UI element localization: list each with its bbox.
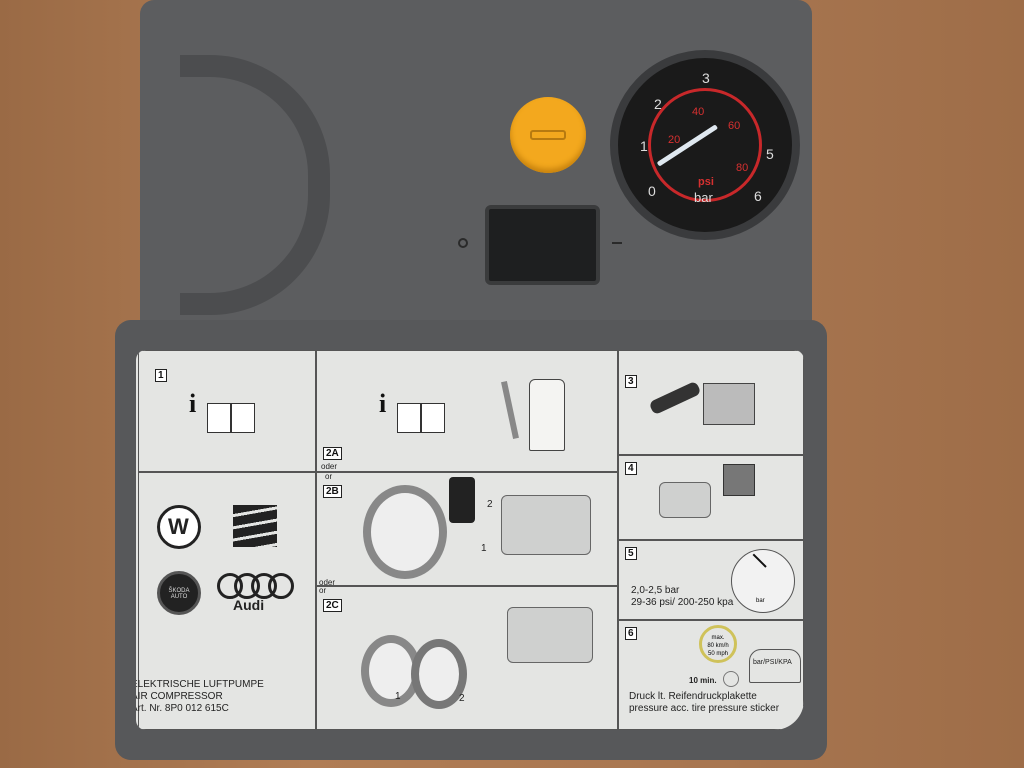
gauge-tick: 3 bbox=[702, 70, 710, 86]
info-icon: i bbox=[379, 389, 387, 418]
yellow-valve-cap[interactable] bbox=[510, 97, 586, 173]
instruction-label: 1 i W ŠKODA AUTO Audi ELEKTRISCHE LUFTPU… bbox=[136, 350, 804, 730]
vw-logo: W bbox=[157, 505, 201, 549]
step-2a-panel: i 2A oder bbox=[316, 350, 618, 472]
or-text: or bbox=[325, 472, 333, 481]
or-text: or bbox=[319, 586, 327, 595]
callout: 2 bbox=[459, 693, 465, 704]
product-name-en: AIR COMPRESSOR bbox=[136, 691, 223, 702]
audi-rings-logo bbox=[217, 573, 295, 599]
power-socket-icon bbox=[703, 383, 755, 425]
power-switch-recess[interactable] bbox=[485, 205, 600, 285]
gauge-psi-tick: 80 bbox=[736, 162, 749, 174]
car-rear-icon bbox=[749, 649, 801, 683]
gauge-tick: 2 bbox=[654, 96, 662, 112]
step-2b-panel: or 2B 2 1 oder bbox=[316, 472, 618, 587]
step-number: 2B bbox=[323, 485, 342, 498]
instruction-de: Druck lt. Reifendruckplakette bbox=[629, 691, 757, 702]
article-number: Art. Nr. 8P0 012 615C bbox=[136, 703, 229, 714]
sealant-hose-icon bbox=[501, 381, 519, 439]
target-pressure-bar: 2,0-2,5 bar bbox=[631, 585, 680, 596]
step-number: 3 bbox=[625, 375, 637, 388]
step-5-panel: 5 2,0-2,5 bar 29-36 psi/ 200-250 kpa bar bbox=[618, 540, 804, 620]
step-number: 6 bbox=[625, 627, 637, 640]
sealant-bottle-icon bbox=[529, 379, 565, 451]
gauge-psi-tick: 40 bbox=[692, 106, 705, 118]
product-name-de: ELEKTRISCHE LUFTPUMPE bbox=[136, 679, 264, 690]
callout: 2 bbox=[487, 499, 493, 510]
gauge-tick: 5 bbox=[766, 146, 774, 162]
switch-off-mark-icon bbox=[612, 242, 622, 244]
audi-wordmark: Audi bbox=[233, 597, 265, 613]
gauge-bar-label: bar bbox=[694, 190, 713, 205]
gauge-psi-tick: 60 bbox=[728, 120, 741, 132]
skoda-logo: ŠKODA AUTO bbox=[157, 571, 201, 615]
switch-on-mark-icon bbox=[458, 238, 468, 248]
gauge-psi-tick: 20 bbox=[668, 134, 681, 146]
compressor-icon bbox=[501, 495, 591, 555]
gauge-tick: 6 bbox=[754, 188, 762, 204]
step-1-panel: 1 i bbox=[138, 350, 316, 472]
info-icon: i bbox=[189, 389, 197, 418]
step-number: 5 bbox=[625, 547, 637, 560]
callout: 1 bbox=[481, 543, 487, 554]
step-number: 2A bbox=[323, 447, 342, 460]
tire-icon bbox=[363, 485, 447, 579]
callout: 1 bbox=[395, 691, 401, 702]
gauge-psi-label: psi bbox=[698, 176, 714, 188]
seat-logo bbox=[233, 505, 277, 547]
oder-text: oder bbox=[321, 462, 338, 471]
manual-book-icon bbox=[397, 403, 445, 433]
step-3-panel: 3 bbox=[618, 350, 804, 455]
dial-unit: bar bbox=[756, 598, 765, 604]
step-4-panel: 4 bbox=[618, 455, 804, 540]
step-2c-panel: or 2C 1 2 bbox=[316, 586, 618, 730]
power-plug-icon bbox=[648, 380, 702, 416]
instruction-en: pressure acc. tire pressure sticker bbox=[629, 703, 780, 714]
gauge-tick: 1 bbox=[640, 138, 648, 154]
spare-wheel-icon bbox=[411, 639, 467, 709]
step-number: 2C bbox=[323, 599, 342, 612]
clock-icon bbox=[723, 671, 739, 687]
oder-text: oder bbox=[319, 578, 336, 587]
step-number: 1 bbox=[155, 369, 167, 382]
sticker-units: bar/PSI/KPA bbox=[753, 659, 792, 666]
compressor-icon bbox=[659, 482, 711, 518]
psi-scale-ring bbox=[648, 88, 762, 202]
pressure-dial-icon: bar bbox=[731, 549, 795, 613]
target-pressure-psi-kpa: 29-36 psi/ 200-250 kpa bbox=[631, 597, 734, 608]
switch-on-icon bbox=[723, 464, 755, 496]
timer-text: 10 min. bbox=[689, 676, 717, 685]
sealant-bottle-icon bbox=[449, 477, 475, 523]
manual-book-icon bbox=[207, 403, 255, 433]
gauge-tick: 0 bbox=[648, 183, 656, 199]
compressor-icon bbox=[507, 607, 593, 663]
pressure-gauge: 0 1 2 3 5 6 20 40 60 80 psi bar bbox=[610, 50, 800, 240]
step-number: 4 bbox=[625, 462, 637, 475]
brand-panel: W ŠKODA AUTO Audi ELEKTRISCHE LUFTPUMPE … bbox=[136, 472, 316, 730]
cap-slot-icon bbox=[530, 130, 566, 140]
